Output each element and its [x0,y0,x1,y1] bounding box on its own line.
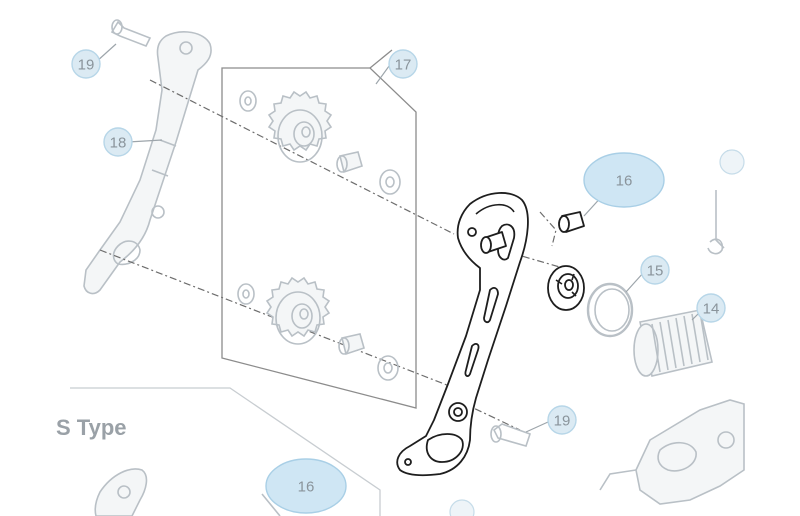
upper-pulley-group [239,90,401,195]
inner-cage-plate-ghost [83,31,212,295]
callout-partial-right [719,149,745,175]
lower-pulley-group [237,276,399,381]
callout-16-bottom: 16 [265,458,347,514]
bolt-ghost-top [110,19,152,48]
callout-15-label: 15 [647,263,664,280]
callout-16-right-label: 16 [616,173,633,190]
bolt-bottom [490,423,532,447]
callout-19-top: 19 [71,49,101,79]
callout-17: 17 [388,49,418,79]
callout-19-bottom: 19 [547,405,577,435]
seal-ring [586,282,634,338]
section-label-type: S Type [56,415,127,440]
callout-19-top-label: 19 [78,57,95,74]
pulley-set-frame [221,49,417,409]
tension-spring [633,309,713,377]
callout-16-bottom-label: 16 [298,479,315,496]
s-type-section [70,387,381,516]
lower-washer [377,355,399,381]
outer-cage-plate [396,192,529,477]
callout-15: 15 [640,255,670,285]
derailleur-body-ghost [599,150,745,505]
callout-14-label: 14 [703,301,720,318]
callout-18-label: 18 [110,135,127,152]
callout-18: 18 [103,127,133,157]
callout-16-right: 16 [583,152,665,208]
callout-17-label: 17 [395,57,412,74]
upper-washer [379,169,401,195]
lower-tension-pulley [265,276,331,345]
upper-guide-pulley [267,90,333,163]
callout-partial-bottom [449,499,475,516]
callout-14: 14 [696,293,726,323]
cage-bushing [558,211,585,233]
callout-19-bottom-label: 19 [554,413,571,430]
tension-cap [547,265,585,311]
